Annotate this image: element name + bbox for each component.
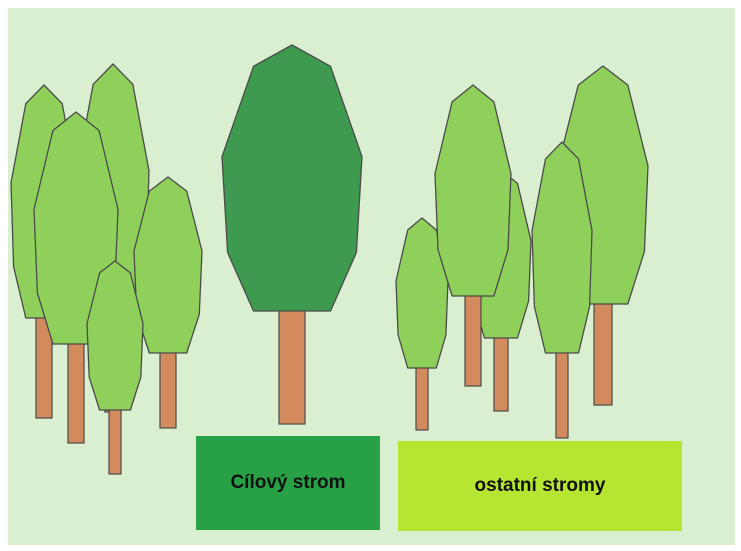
right-tree-2-trunk (465, 292, 481, 386)
center-tree-trunk (279, 307, 305, 424)
right-tree-5-trunk (556, 349, 568, 438)
left-tree-3-trunk (68, 340, 84, 443)
legend-other-label: ostatní stromy (475, 475, 606, 497)
legend-target-tree: Cílový strom (196, 436, 380, 530)
right-tree-1-trunk (416, 364, 428, 430)
left-tree-4-trunk (109, 406, 121, 474)
legend-target-label: Cílový strom (230, 472, 345, 494)
right-tree-3-trunk (494, 334, 508, 411)
legend-other-trees: ostatní stromy (398, 441, 682, 531)
left-tree-5-trunk (160, 349, 176, 428)
right-tree-4-trunk (594, 300, 612, 405)
